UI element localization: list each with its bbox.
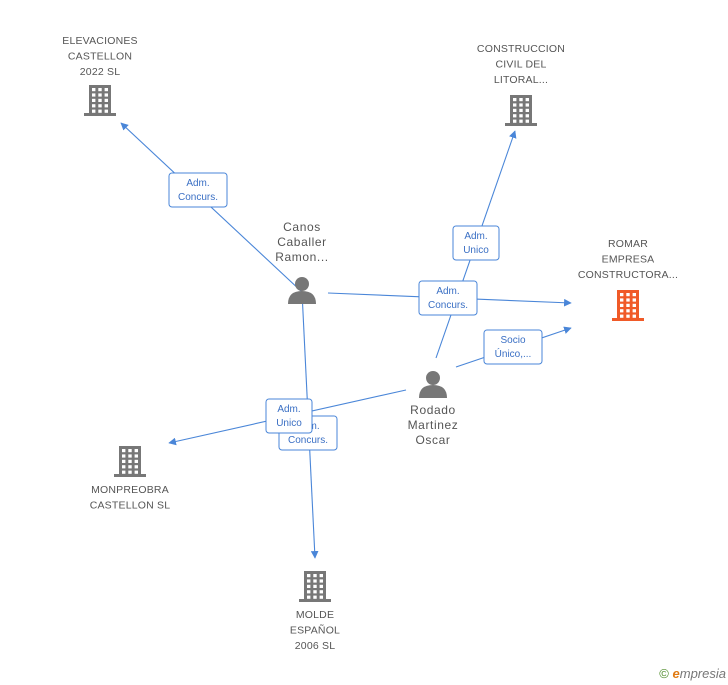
edge-label-text: Adm. [186,178,209,189]
edge-label-text: Unico [463,245,489,256]
edge-label-text: Concurs. [288,435,328,446]
edge-label-text: Concurs. [178,192,218,203]
edge-label-text: Adm. [436,286,459,297]
node-elevaciones[interactable]: ELEVACIONES CASTELLON 2022 SL [62,35,138,116]
building-icon [612,290,644,321]
node-label: 2006 SL [295,640,336,652]
edge-label-text: Unico [276,418,302,429]
node-canos[interactable]: CanosCaballerRamon... [275,220,329,304]
node-monpreobra[interactable]: MONPREOBRA CASTELLON SL [90,446,171,512]
edge-label-box[interactable] [452,225,500,261]
node-label: Caballer [277,235,327,249]
node-label: LITORAL... [494,74,548,86]
node-label: ELEVACIONES [62,35,138,47]
edge-label-text: Adm. [464,231,487,242]
brand-initial: e [672,666,680,681]
edge-label-text: Único,... [495,347,532,360]
person-icon [288,277,316,304]
node-label: 2022 SL [80,66,121,78]
node-construccion[interactable]: CONSTRUCCION CIVIL DEL LITORAL... [477,43,565,126]
person-icon [419,371,447,398]
building-icon [84,85,116,116]
brand-name: mpresia [679,666,726,681]
node-label: Oscar [415,433,450,447]
node-label: Martinez [408,418,459,432]
node-label: ROMAR [608,238,648,250]
node-label: MONPREOBRA [91,484,169,496]
node-label: ESPAÑOL [290,624,340,637]
node-label: Canos [283,220,321,234]
edge-label-box[interactable] [265,398,313,434]
node-molde[interactable]: MOLDE ESPAÑOL 2006 SL [290,571,340,652]
node-romar[interactable]: ROMAR EMPRESA CONSTRUCTORA... [578,238,678,321]
edge-label-box[interactable] [168,172,228,208]
edge-label-text: Adm. [277,404,300,415]
edge-label[interactable]: Adm. Concurs. [418,280,478,316]
node-label: CONSTRUCCION [477,43,565,55]
node-label: CASTELLON [68,51,132,63]
edge-label-text: Socio [500,335,525,346]
node-label: EMPRESA [602,254,655,266]
edge-label-box[interactable] [483,329,543,365]
node-label: CONSTRUCTORA... [578,269,678,281]
edge-label[interactable]: Adm. Concurs. [168,172,228,208]
node-label: Ramon... [275,250,329,264]
edge-label[interactable]: Adm. Unico [452,225,500,261]
edge-label-text: Concurs. [428,300,468,311]
edge-label[interactable]: SocioÚnico,... [483,329,543,365]
copyright-symbol: © [659,666,669,681]
node-label: Rodado [410,403,456,417]
building-icon [299,571,331,602]
node-label: CASTELLON SL [90,500,171,512]
node-label: CIVIL DEL [495,59,546,71]
brand-footer: © empresia [659,666,726,681]
node-label: MOLDE [296,609,334,621]
edge-label-box[interactable] [418,280,478,316]
edge-label[interactable]: Adm. Unico [265,398,313,434]
building-icon [505,95,537,126]
building-icon [114,446,146,477]
